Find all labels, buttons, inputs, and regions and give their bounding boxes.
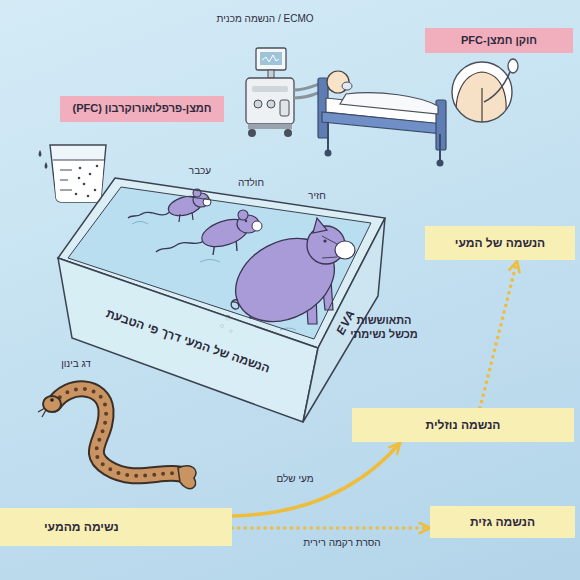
pig <box>231 300 239 309</box>
enema-inset <box>484 72 510 102</box>
hospital-bed <box>325 150 332 157</box>
pfc-beaker <box>75 193 78 196</box>
edge-label-box: התאוששות מכשל נשימתי <box>346 314 422 342</box>
hospital-bed <box>340 93 438 114</box>
pig <box>322 236 337 258</box>
mouse <box>128 212 170 218</box>
ventilator <box>246 78 294 124</box>
loach-fish <box>38 408 46 417</box>
pfc-beaker <box>96 165 99 168</box>
loach-fish <box>38 389 196 489</box>
ventilator <box>252 86 288 92</box>
rat <box>245 220 247 222</box>
hospital-bed <box>328 122 440 160</box>
animal-label-box: חזיר <box>298 190 336 203</box>
pfc-beaker <box>79 167 82 170</box>
box-label: הנשמה נוזלית <box>426 418 501 432</box>
fish-label-box: דג בינון <box>44 358 108 371</box>
ventilator <box>280 100 289 116</box>
animal-label: חולדה <box>238 177 264 188</box>
device-label: ECMO / הנשמה מכנית <box>217 13 314 24</box>
hospital-bed <box>318 71 446 167</box>
animal-label: חזיר <box>308 190 326 201</box>
box-label: נשימה מהמעי <box>44 520 119 534</box>
animal-label: עכבר <box>189 165 211 176</box>
ventilator <box>246 48 338 137</box>
pfc-beaker <box>53 160 104 161</box>
box-label: חוקן חמצן-PFC <box>461 34 537 47</box>
pfc-beaker <box>60 170 72 190</box>
edge-label: הסרת רקמה רירית <box>303 537 380 548</box>
rat <box>156 210 262 255</box>
animal-label-box: עכבר <box>180 165 220 178</box>
ventilator <box>284 129 292 137</box>
pig <box>323 239 326 242</box>
pfc-beaker <box>83 183 86 186</box>
animal-label-box: חולדה <box>230 177 272 190</box>
fish-label: דג בינון <box>61 358 91 369</box>
ventilator <box>260 52 282 65</box>
ventilator <box>268 70 274 78</box>
rat <box>252 221 262 231</box>
tank-walls <box>58 258 318 422</box>
dotted-arrow <box>480 261 517 408</box>
edge-label: התאוששות מכשל נשימתי <box>350 314 418 340</box>
pfc-beaker <box>89 173 92 176</box>
edge-label-box: מעי שלם <box>266 473 324 486</box>
rat <box>238 210 248 220</box>
hospital-bed <box>437 160 444 167</box>
box-label: הנשמה של המעי <box>455 236 545 250</box>
loach-fish <box>178 466 196 489</box>
loach-fish <box>54 389 180 476</box>
pfc-beaker <box>39 145 107 202</box>
yellow-box: הנשמה של המעי <box>425 226 575 260</box>
loach-fish <box>54 389 180 476</box>
curved-arrow <box>232 443 400 516</box>
edge-label-box: הסרת רקמה רירית <box>290 537 394 550</box>
tank-back <box>58 178 385 422</box>
tank-outline <box>55 175 390 430</box>
yellow-box: הנשמה נוזלית <box>352 408 574 442</box>
yellow-box: הנשמה גזית <box>430 506 575 538</box>
enema-inset <box>452 62 512 122</box>
tank: הנשמה של המעי דרך פי הטבעתEVA <box>55 175 390 430</box>
loach-fish <box>54 389 180 476</box>
mouse <box>179 212 193 222</box>
device-label-box: ECMO / הנשמה מכנית <box>205 13 325 26</box>
hospital-bed <box>342 82 352 90</box>
tank-back <box>58 178 385 422</box>
ventilator <box>254 100 262 108</box>
pfc-beaker <box>50 145 106 202</box>
enema-inset <box>481 88 482 124</box>
yellow-box: נשימה מהמעי <box>0 508 232 546</box>
ventilator <box>248 124 292 129</box>
pig <box>313 218 327 233</box>
box-label: הנשמה גזית <box>470 515 535 529</box>
pfc-beaker <box>87 195 90 198</box>
pink-box: חוקן חמצן-PFC <box>425 28 573 53</box>
box-label: חמצן-פרפלואורוקרבון (PFC) <box>72 102 211 115</box>
hospital-bed <box>322 112 444 134</box>
tank-walls <box>58 178 385 422</box>
pfc-beaker <box>78 177 81 180</box>
rat <box>156 240 205 252</box>
enema-inset <box>508 59 518 73</box>
ventilator <box>267 100 275 108</box>
dotted-arrow <box>232 526 430 530</box>
ventilator <box>256 48 286 70</box>
enema-inset <box>452 59 518 124</box>
pfc-beaker <box>94 189 97 192</box>
pig <box>335 241 355 259</box>
pfc-beaker <box>53 160 104 202</box>
loach-fish <box>50 398 54 402</box>
loach-fish <box>43 396 61 412</box>
pink-box: חמצן-פרפלואורוקרבון (PFC) <box>60 96 224 122</box>
edge-label: מעי שלם <box>276 473 313 484</box>
pfc-beaker <box>39 150 48 169</box>
ventilator <box>262 55 279 62</box>
ventilator <box>248 129 256 137</box>
